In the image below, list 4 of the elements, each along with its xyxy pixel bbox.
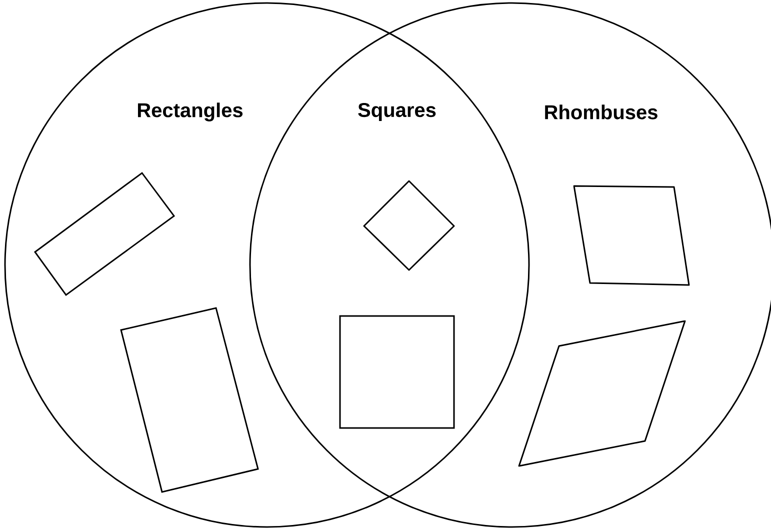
rhombus-shape [573,185,690,286]
square-shape [339,315,455,429]
rhombus-shape [518,320,686,467]
region-label: Squares [358,102,436,122]
